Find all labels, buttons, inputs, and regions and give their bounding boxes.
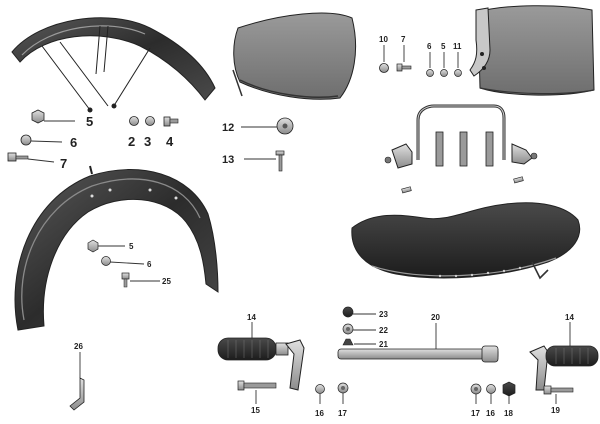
callout-25: 25	[162, 277, 171, 286]
callout-3: 3	[144, 134, 151, 149]
callout-22: 22	[379, 326, 388, 335]
callout-15: 15	[251, 406, 260, 415]
nut-17-right-part	[470, 383, 482, 404]
callout-18: 18	[504, 409, 513, 418]
rear-mudguard	[14, 165, 219, 331]
bolt-part	[7, 152, 29, 162]
callout-16-right: 16	[486, 409, 495, 418]
callout-front-6: 6	[70, 135, 77, 150]
callout-14-left: 14	[247, 313, 256, 322]
callout-4: 4	[166, 134, 174, 149]
bolt-19-part	[543, 385, 574, 404]
callout-2: 2	[128, 134, 135, 149]
callout-16-left: 16	[315, 409, 324, 418]
bracket-26-part	[69, 352, 85, 411]
callout-26: 26	[74, 342, 83, 351]
top-small-hardware	[379, 45, 462, 77]
callout-21: 21	[379, 340, 388, 349]
callout-20: 20	[431, 313, 440, 322]
nut-16-right-part	[486, 384, 496, 404]
rear-guard-hardware	[87, 239, 160, 288]
bolt-4	[163, 116, 179, 127]
callout-11: 11	[453, 42, 462, 51]
item-21-22-23	[342, 306, 376, 346]
callout-top-7: 7	[401, 35, 406, 44]
nut-part	[31, 109, 45, 124]
callout-front-5: 5	[86, 114, 93, 129]
nut-17-left-part	[337, 382, 349, 404]
right-footrest	[529, 322, 599, 391]
callout-13: 13	[222, 154, 234, 166]
bolt-15-part	[237, 380, 277, 404]
front-guard-hardware	[7, 109, 179, 163]
nut-2	[129, 116, 139, 126]
dual-seat	[351, 202, 580, 280]
callout-rear-5: 5	[129, 242, 134, 251]
callout-14-right: 14	[565, 313, 574, 322]
washer-12-part	[276, 117, 294, 135]
callout-front-7: 7	[60, 156, 67, 171]
screw-13-part	[275, 150, 285, 172]
front-mudguard	[11, 17, 216, 113]
footrest-rod	[337, 323, 499, 363]
left-footrest	[217, 322, 305, 391]
callout-10: 10	[379, 35, 388, 44]
washer-part	[20, 134, 32, 146]
callout-top-5: 5	[441, 42, 446, 51]
seat-frame-bracket	[384, 104, 538, 194]
nut-16-left-part	[315, 384, 325, 404]
callout-12: 12	[222, 122, 234, 134]
solo-seat	[232, 12, 357, 100]
callout-23: 23	[379, 310, 388, 319]
callout-labels: 5 6 7 2 3 4 12 13 10 7 6 5 11 5 6 25 26 …	[60, 35, 574, 418]
washer-3	[145, 116, 155, 126]
callout-17-left: 17	[338, 409, 347, 418]
nut-18-part	[502, 381, 516, 404]
seat-rear-view	[469, 5, 595, 96]
callout-17-right: 17	[471, 409, 480, 418]
callout-rear-6: 6	[147, 260, 152, 269]
callout-19: 19	[551, 406, 560, 415]
callout-top-6: 6	[427, 42, 432, 51]
